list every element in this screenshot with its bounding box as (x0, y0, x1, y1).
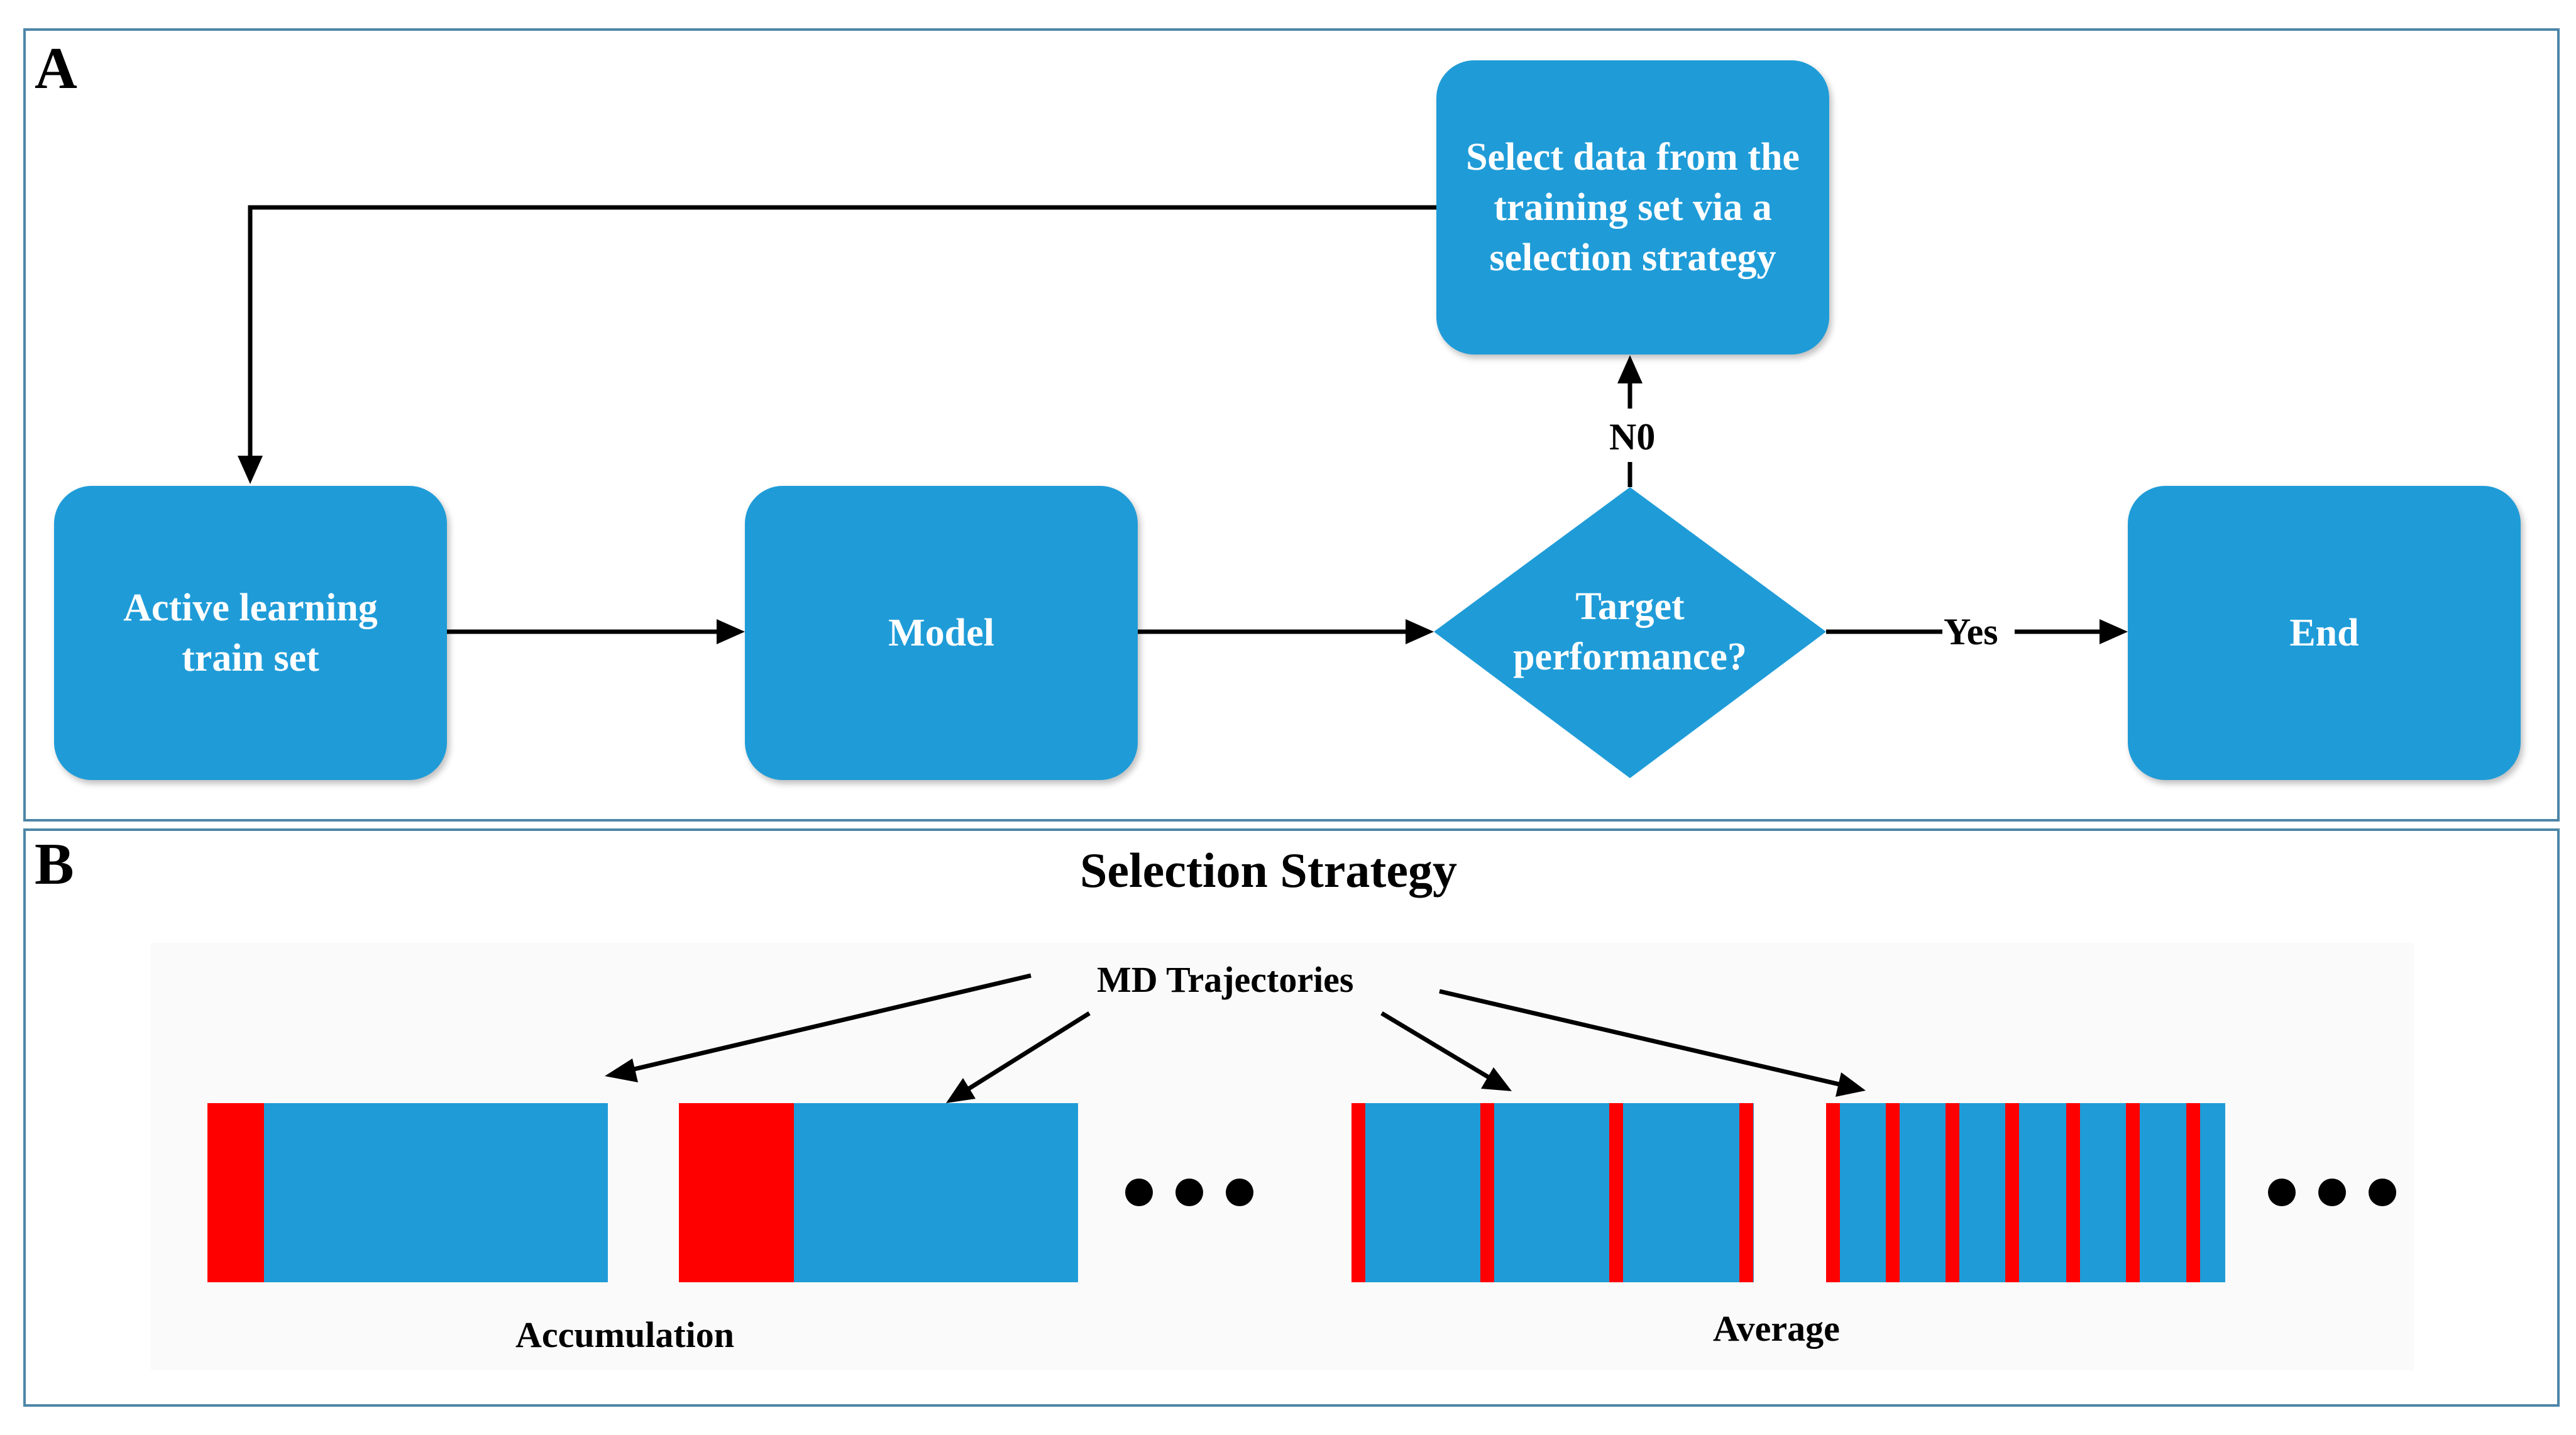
arrowhead-train (238, 456, 263, 484)
node-end-label: End (2289, 612, 2359, 654)
node-model: Model (745, 486, 1138, 780)
edge-select-to-train (248, 205, 1436, 459)
arrowhead-md-1 (605, 1058, 638, 1082)
trajectory-bar-4-stripe (2005, 1103, 2019, 1282)
arrowhead-md-2 (946, 1078, 976, 1103)
trajectory-bar-1-selected (207, 1103, 264, 1282)
arrowhead-model (717, 619, 745, 644)
arrow-md-3 (1380, 1011, 1491, 1080)
md-trajectories-label: MD Trajectories (1097, 959, 1354, 1000)
arrow-md-1 (628, 973, 1032, 1073)
node-model-label: Model (888, 612, 994, 654)
arrowhead-decision (1406, 619, 1434, 644)
ellipsis-dot (2369, 1179, 2396, 1206)
arrowhead-select (1617, 355, 1643, 383)
trajectory-bar-1 (207, 1103, 608, 1282)
trajectory-bar-4-stripe (1946, 1103, 1959, 1282)
trajectory-bar-3-stripe (1351, 1103, 1365, 1282)
trajectory-bar-4-stripe (1886, 1103, 1900, 1282)
trajectory-bar-3-stripe (1609, 1103, 1623, 1282)
selection-strategy-title: Selection Strategy (1080, 843, 1458, 898)
arrowhead-md-4 (1836, 1072, 1866, 1097)
edge-label-yes: Yes (1944, 611, 1998, 652)
average-label: Average (1713, 1308, 1840, 1349)
panel-a-label: A (35, 36, 77, 101)
arrow-md-4 (1439, 989, 1842, 1087)
node-train-set-label: Active learning train set (123, 586, 378, 679)
trajectory-bar-4-stripe (2186, 1103, 2200, 1282)
trajectory-bar-4-stripe (1826, 1103, 1840, 1282)
trajectory-bar-4-stripe (2066, 1103, 2080, 1282)
ellipsis-dot (1175, 1179, 1203, 1206)
ellipsis-dot (1125, 1179, 1153, 1206)
edge-label-no: N0 (1609, 416, 1656, 458)
arrowhead-md-3 (1481, 1067, 1512, 1091)
trajectory-bar-2-selected (679, 1103, 794, 1282)
decision-diamond (1434, 487, 1826, 778)
ellipsis-dot (1226, 1179, 1253, 1206)
trajectory-bar-3 (1351, 1103, 1754, 1282)
arrow-md-2 (966, 1011, 1091, 1092)
node-train-set: Active learning train set (54, 486, 447, 780)
ellipsis-dot (2318, 1179, 2346, 1206)
arrowhead-end (2100, 619, 2128, 644)
trajectory-bar-3-stripe (1480, 1103, 1494, 1282)
node-end: End (2128, 486, 2521, 780)
accumulation-label: Accumulation (515, 1314, 734, 1355)
node-decision-label: Target performance? (1513, 585, 1747, 678)
node-select: Select data from the training set via a … (1436, 60, 1829, 355)
trajectory-bar-3-stripe (1739, 1103, 1753, 1282)
trajectory-bar-4-stripe (2126, 1103, 2140, 1282)
panel-b-label: B (35, 832, 74, 897)
ellipsis-dot (2268, 1179, 2296, 1206)
node-select-label: Select data from the training set via a … (1466, 136, 1800, 279)
